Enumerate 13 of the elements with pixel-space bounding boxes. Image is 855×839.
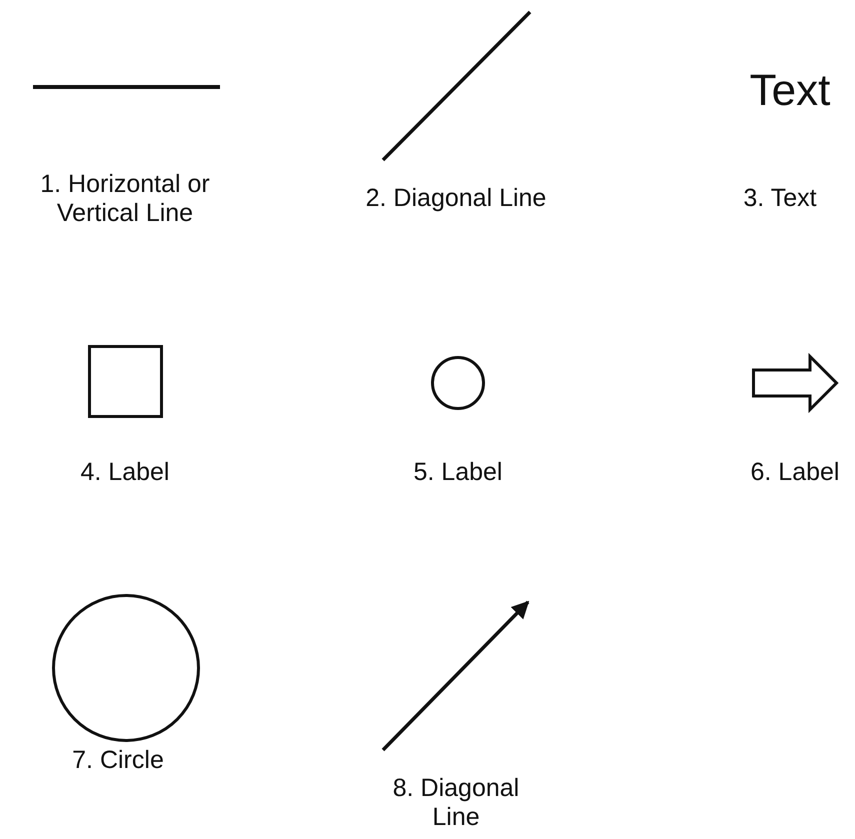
item-caption: 2. Diagonal Line xyxy=(364,184,548,213)
shape-caption: 4. Label xyxy=(80,458,170,487)
circle-shape xyxy=(431,356,485,410)
item-caption: 1. Horizontal or Vertical Line xyxy=(39,170,211,228)
item-caption: 8. Diagonal Line xyxy=(392,774,520,832)
square-shape xyxy=(88,345,163,418)
shape-caption: 5. Label xyxy=(412,458,504,487)
block-arrow-shape xyxy=(752,355,838,411)
circle-shape xyxy=(52,594,200,742)
item-caption: 3. Text xyxy=(742,184,818,213)
shape-caption: 6. Label xyxy=(750,458,840,487)
sample-text: Text xyxy=(748,66,832,116)
shape-caption: 7. Circle xyxy=(71,746,165,775)
